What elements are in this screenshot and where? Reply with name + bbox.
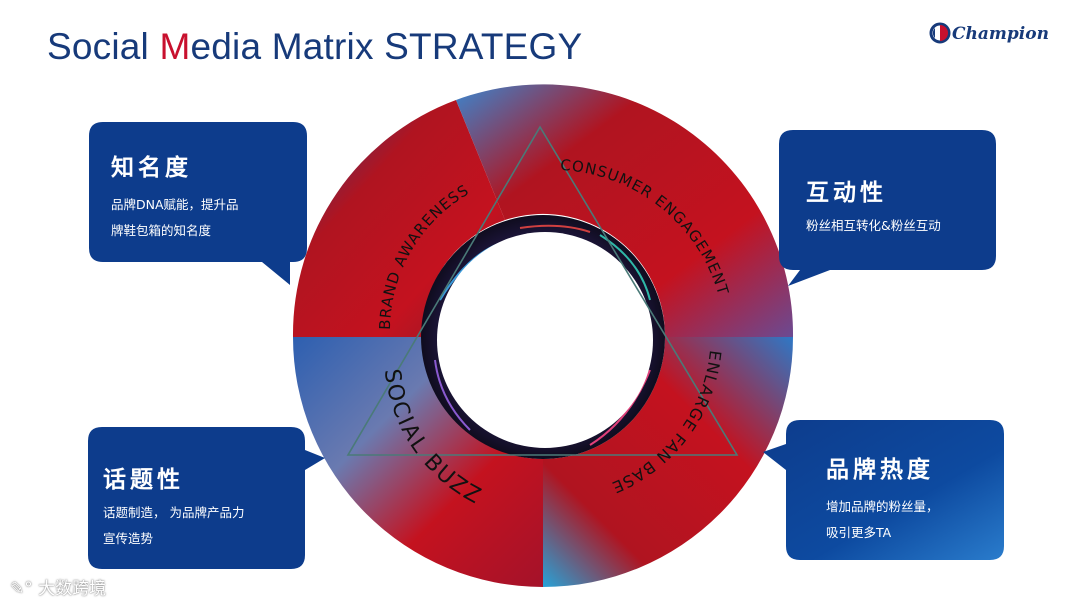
callout-interaction-box <box>779 130 996 286</box>
callout-heat-desc-line: 增加品牌的粉丝量， <box>826 499 939 514</box>
watermark-text: 大数跨境 <box>38 579 107 599</box>
callout-heat: 品牌热度 增加品牌的粉丝量， 吸引更多TA <box>826 450 996 546</box>
callout-awareness: 知名度 品牌DNA赋能，提升品 牌鞋包箱的知名度 <box>111 148 301 244</box>
callout-topic-desc-line: 宣传造势 <box>103 531 154 546</box>
segment-brand-awareness <box>292 100 505 337</box>
callout-topic-desc-line: 话题制造， 为品牌产品力 <box>103 505 245 520</box>
title-part2: edia Matrix STRATEGY <box>190 26 583 67</box>
segment-consumer-engagement <box>456 84 794 338</box>
callout-heat-desc: 增加品牌的粉丝量， 吸引更多TA <box>826 494 996 546</box>
page-title: Social Media Matrix STRATEGY <box>47 26 582 68</box>
callout-topic-title: 话题性 <box>103 467 184 493</box>
callout-interaction-title: 互动性 <box>806 180 887 206</box>
callout-topic-box <box>88 427 325 569</box>
watermark: ✎° 大数跨境 <box>10 574 106 599</box>
callout-heat-box <box>763 420 1004 560</box>
callout-awareness-title: 知名度 <box>111 155 192 181</box>
strategy-triangle <box>346 125 739 456</box>
callout-awareness-desc-line: 品牌DNA赋能，提升品 <box>111 197 239 212</box>
callout-interaction: 互动性 粉丝相互转化&粉丝互动 <box>806 173 986 239</box>
title-part1: Social <box>47 26 160 67</box>
callout-interaction-desc-line: 粉丝相互转化&粉丝互动 <box>806 218 941 233</box>
callout-topic-desc: 话题制造， 为品牌产品力 宣传造势 <box>103 500 298 552</box>
logo-wordmark: Champion <box>952 24 1049 44</box>
callout-awareness-box <box>89 122 307 285</box>
callout-awareness-desc: 品牌DNA赋能，提升品 牌鞋包箱的知名度 <box>111 192 301 244</box>
callout-topic: 话题性 话题制造， 为品牌产品力 宣传造势 <box>103 460 298 552</box>
callout-heat-title: 品牌热度 <box>826 457 934 483</box>
callout-interaction-desc: 粉丝相互转化&粉丝互动 <box>806 213 986 239</box>
title-accent-letter: M <box>159 26 191 67</box>
champion-logo: Champion <box>929 22 1049 44</box>
callout-awareness-desc-line: 牌鞋包箱的知名度 <box>111 223 212 238</box>
segment-social-buzz <box>293 337 543 587</box>
segment-enlarge-fan-base <box>543 337 793 587</box>
callout-heat-desc-line: 吸引更多TA <box>826 525 892 540</box>
watermark-icon: ✎° <box>10 579 33 599</box>
center-hole <box>437 232 653 448</box>
